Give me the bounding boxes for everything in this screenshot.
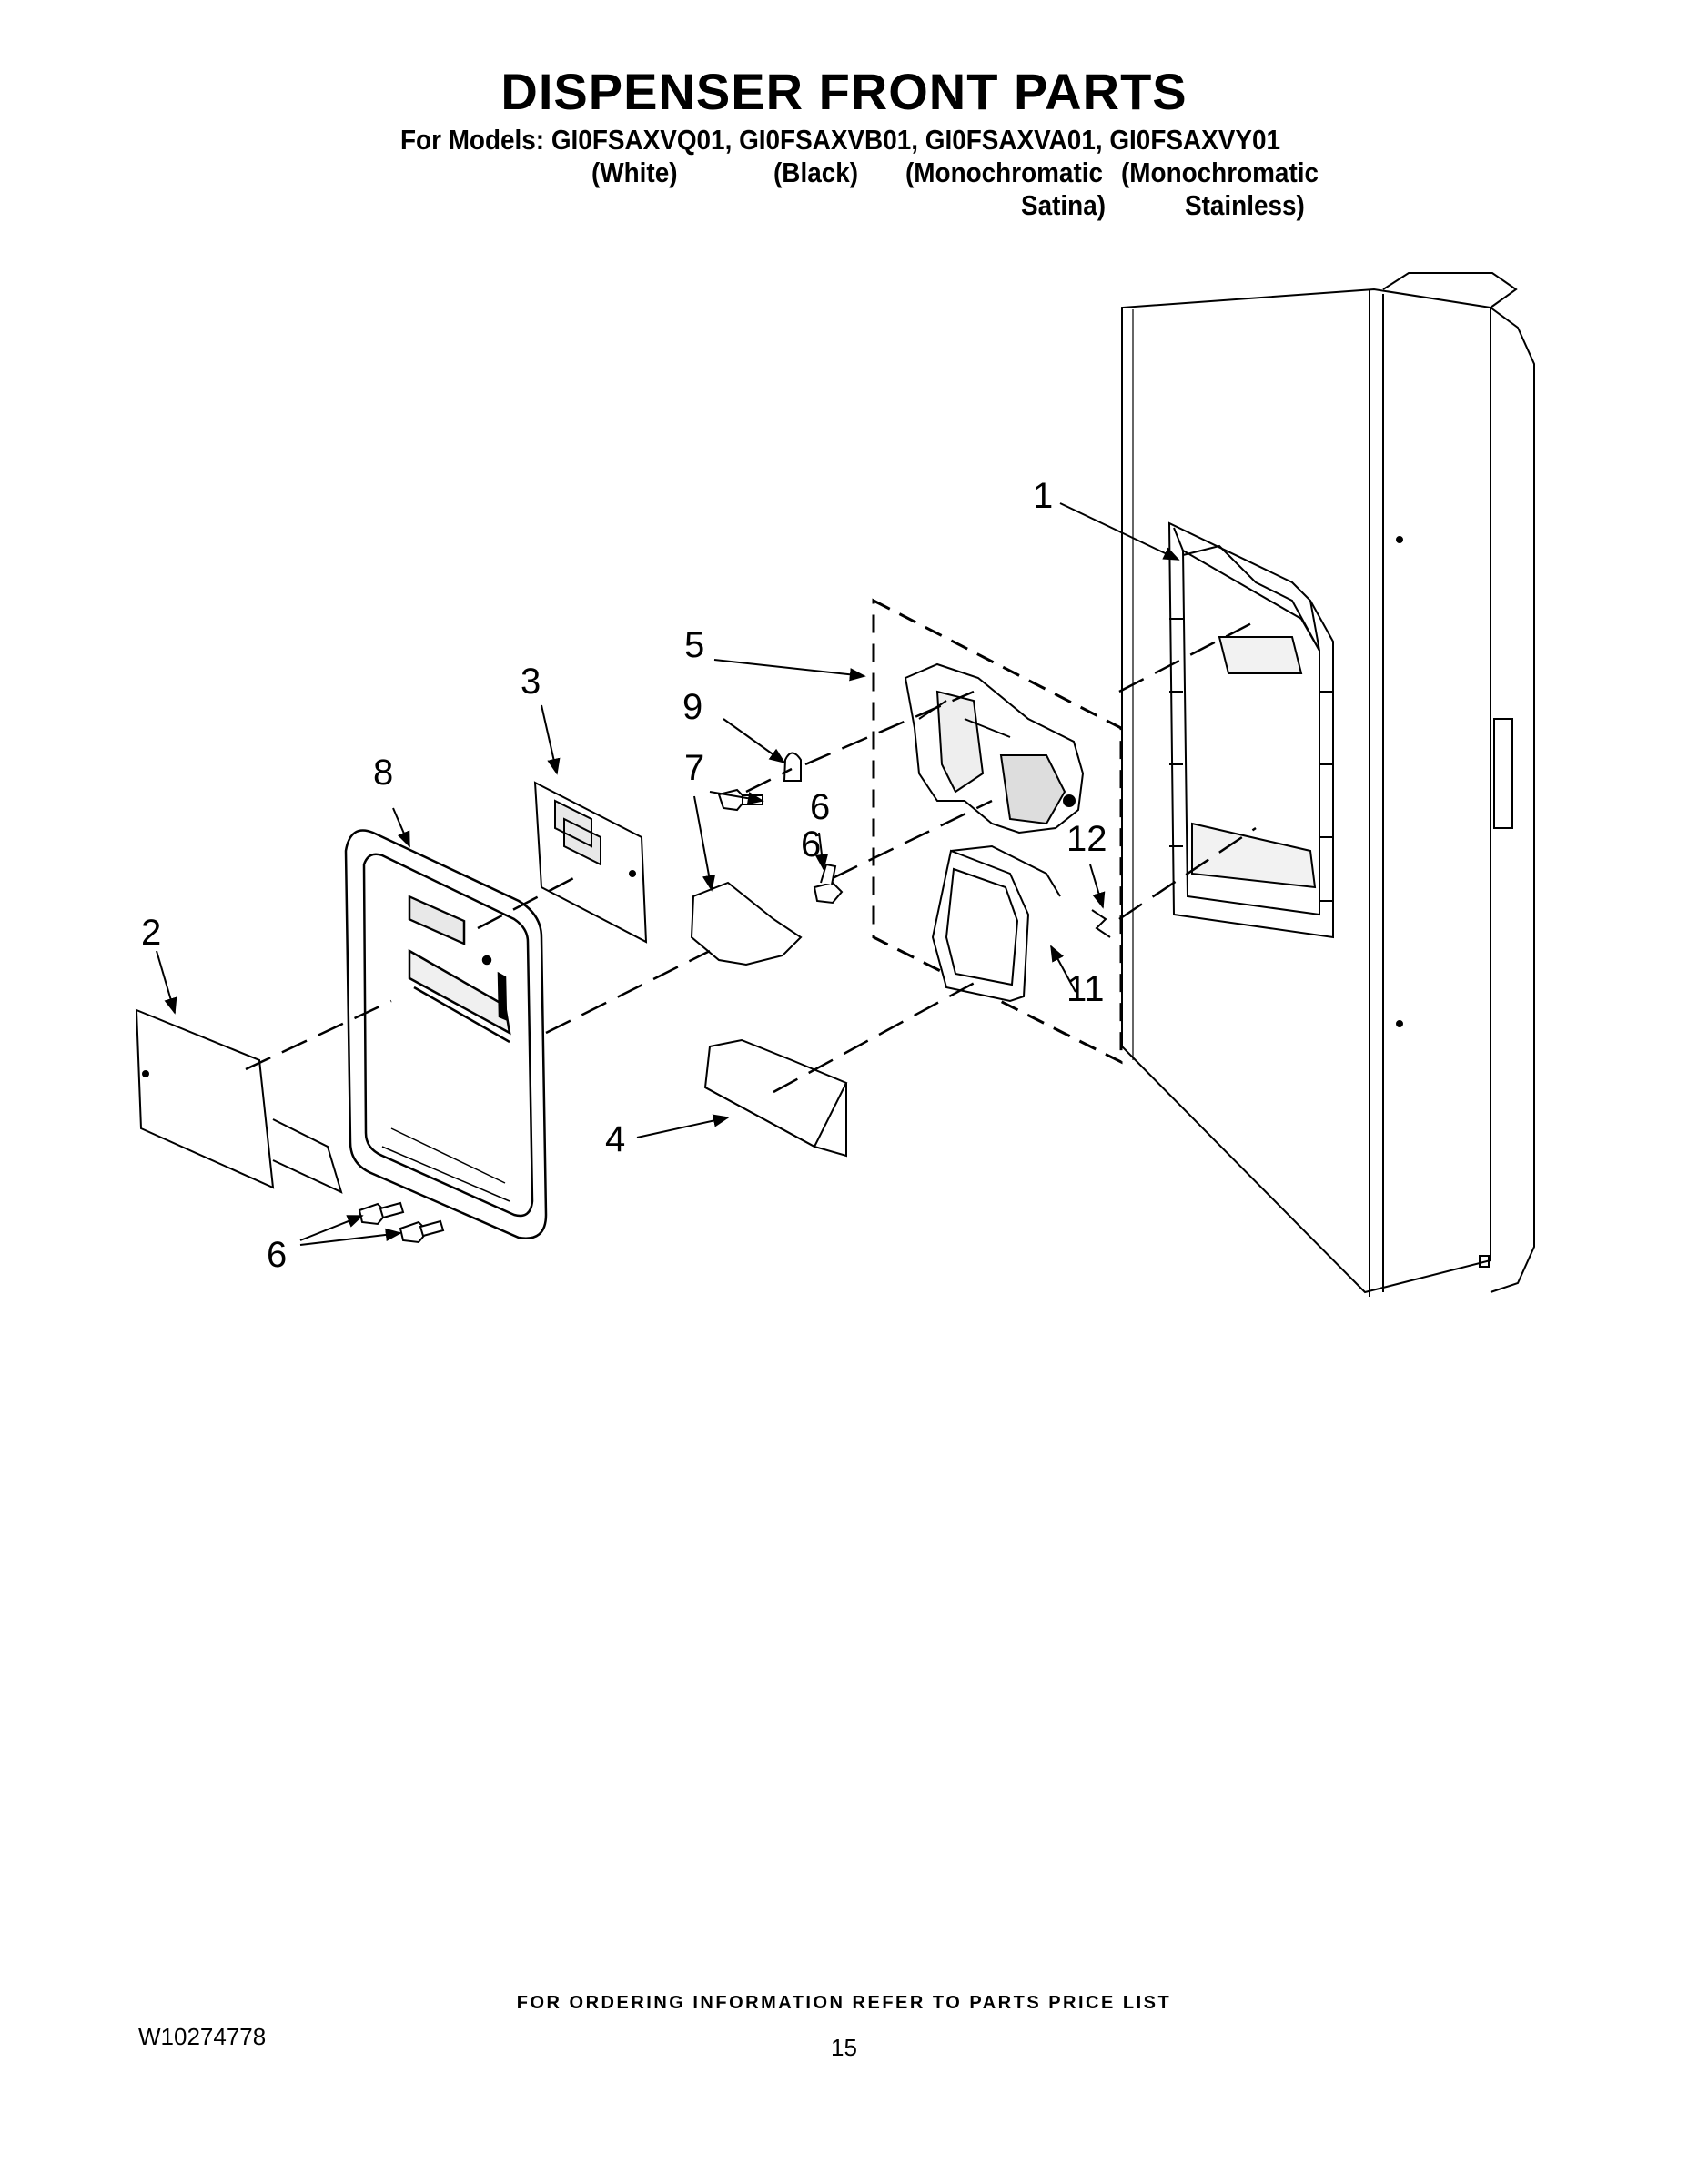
callout-9: 9 [682,687,702,727]
variant-white: (White) [591,157,678,188]
models-line: For Models: GI0FSAXVQ01, GI0FSAXVB01, GI… [400,124,1280,156]
callout-3: 3 [521,662,541,702]
variant-mono-satina-line2: Satina) [1021,189,1107,221]
variant-mono-stainless-line1: (Monochromatic [1121,157,1319,188]
document-number: W10274778 [138,2023,267,2050]
callout-12: 12 [1066,819,1107,859]
part-7-chute [690,881,803,966]
callout-5: 5 [684,625,704,665]
callout-6-upper: 6 [810,787,830,827]
part-1-dispenser-housing [1167,521,1334,939]
callout-2: 2 [141,913,161,953]
variant-black: (Black) [773,157,859,188]
callout-7: 7 [684,748,704,788]
assembly-lines [245,617,1261,1094]
variant-mono-satina-line1: (Monochromatic [905,157,1104,188]
variant-mono-stainless-line2: Stainless) [1185,189,1305,221]
part-4-drip-tray [703,1038,848,1158]
part-3-control-board [533,781,648,944]
part-2-label-plate [135,1008,343,1194]
callout-6-lower: 6 [267,1235,287,1275]
page-title: DISPENSER FRONT PARTS [500,63,1188,120]
callout-11: 11 [1066,969,1105,1009]
part-9-clip [783,752,802,782]
callout-8: 8 [373,753,393,793]
part-8-dispenser-bezel [344,829,548,1239]
callout-1: 1 [1033,476,1053,516]
ordering-note: FOR ORDERING INFORMATION REFER TO PARTS … [516,1993,1172,2013]
callout-6-middle: 6 [801,824,821,864]
assembly-dashed-box [872,598,1123,1065]
page-number: 15 [831,2034,857,2061]
part-11-dispenser-paddle [931,844,1061,1003]
part-12-spring [1091,909,1111,938]
callout-4: 4 [605,1119,625,1159]
part-5-dispenser-mechanism [904,662,1085,834]
callout-leaders [156,502,1180,1246]
